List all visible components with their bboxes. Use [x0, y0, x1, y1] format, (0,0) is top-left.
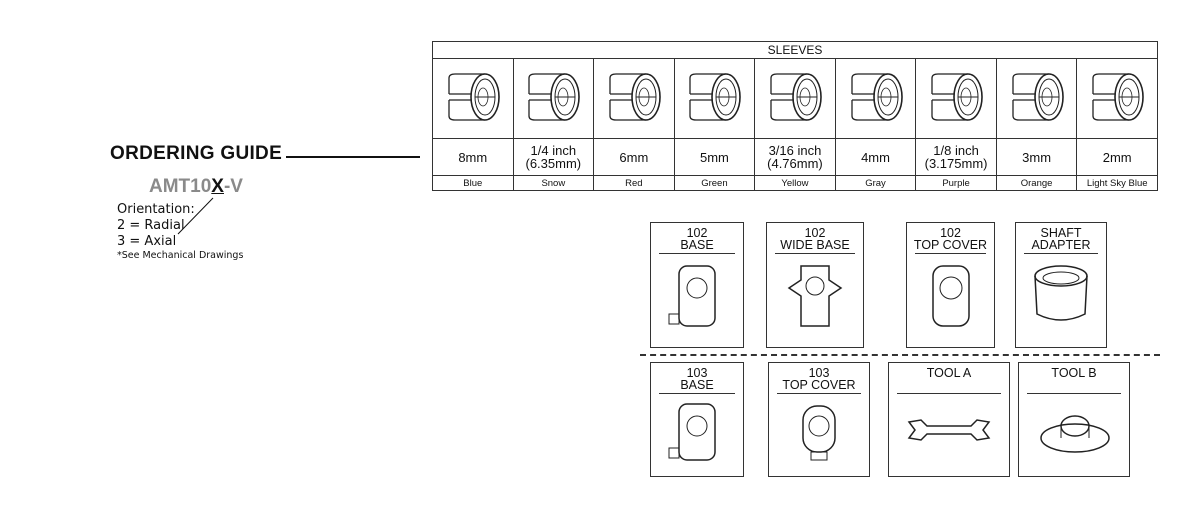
sleeve-image	[432, 58, 514, 139]
part-label-line1: 103	[686, 366, 708, 380]
sleeve-color: Purple	[915, 175, 997, 191]
part-label-line2: BASE	[680, 238, 714, 252]
part-suffix: -V	[223, 176, 243, 197]
part-card: TOOL A	[888, 362, 1010, 477]
sleeve-size: 3/16 inch (4.76mm)	[754, 138, 836, 176]
top-cover-icon	[931, 265, 970, 327]
sleeve-color: Snow	[512, 175, 595, 191]
part-number: AMT10X-V	[149, 176, 243, 198]
sleeve-image	[995, 58, 1078, 139]
part-image	[659, 393, 735, 473]
sleeve-icon	[602, 73, 666, 130]
wide-base-icon	[787, 265, 843, 327]
sleeve-icon	[844, 73, 908, 130]
tool-b-icon	[1040, 415, 1110, 453]
base-icon	[668, 265, 716, 327]
section-divider	[640, 354, 1160, 356]
sleeve-icon	[763, 73, 827, 130]
orientation-option: 3 = Axial	[117, 234, 177, 249]
orientation-label: Orientation:	[117, 202, 195, 217]
sleeve-size: 6mm	[593, 138, 675, 176]
sleeve-size: 8mm	[432, 138, 514, 176]
shaft-adapter-icon	[1034, 265, 1088, 321]
part-label-line2: TOP COVER	[782, 378, 856, 392]
orientation-note: *See Mechanical Drawings	[117, 250, 244, 261]
sleeve-color: Green	[673, 175, 756, 191]
part-label-line1: TOOL B	[1051, 366, 1097, 380]
sleeve-size: 3mm	[995, 138, 1078, 176]
part-image	[1027, 393, 1121, 473]
sleeves-title: SLEEVES	[432, 41, 1158, 59]
orientation-leader-line	[177, 197, 214, 235]
part-label-line1: TOOL A	[926, 366, 972, 380]
sleeve-icon	[441, 73, 505, 130]
sleeve-image	[1076, 58, 1158, 139]
sleeve-size: 4mm	[834, 138, 917, 176]
part-label-line1: 102	[686, 226, 708, 240]
sleeve-icon	[924, 73, 988, 130]
part-label-line1: 103	[808, 366, 830, 380]
wrench-icon	[907, 419, 991, 441]
sleeve-color: Blue	[432, 175, 514, 191]
orientation-option: 2 = Radial	[117, 218, 185, 233]
orientation-legend: Orientation: 2 = Radial 3 = Axial *See M…	[117, 202, 243, 262]
sleeve-size: 1/8 inch (3.175mm)	[915, 138, 997, 176]
part-image	[659, 253, 735, 344]
part-label-line1: SHAFT	[1040, 226, 1082, 240]
title-leader-line	[286, 156, 420, 158]
sleeve-icon	[1085, 73, 1149, 130]
part-image	[777, 393, 861, 473]
sleeve-color: Red	[593, 175, 675, 191]
sleeve-image	[673, 58, 756, 139]
sleeve-size: 1/4 inch (6.35mm)	[512, 138, 595, 176]
part-image	[897, 393, 1001, 473]
part-variable: X	[211, 176, 224, 197]
sleeve-image	[754, 58, 836, 139]
ordering-guide-title: ORDERING GUIDE	[110, 143, 283, 164]
part-label-line1: 102	[804, 226, 826, 240]
part-label-line2: BASE	[680, 378, 714, 392]
part-image	[915, 253, 986, 344]
part-label-line2: TOP COVER	[913, 238, 988, 252]
sleeve-color: Yellow	[754, 175, 836, 191]
sleeve-icon	[1005, 73, 1069, 130]
top-cover-icon	[802, 405, 836, 461]
sleeve-image	[593, 58, 675, 139]
sleeve-image	[512, 58, 595, 139]
part-label-line2: ADAPTER	[1031, 238, 1091, 252]
part-label-line2: WIDE BASE	[780, 238, 850, 252]
sleeve-image	[915, 58, 997, 139]
sleeve-image	[834, 58, 917, 139]
base-icon	[668, 403, 716, 461]
sleeve-color: Orange	[995, 175, 1078, 191]
part-card: TOOL B	[1018, 362, 1130, 477]
part-prefix: AMT10	[149, 176, 212, 197]
part-image	[775, 253, 855, 344]
sleeve-size: 5mm	[673, 138, 756, 176]
sleeve-icon	[682, 73, 746, 130]
part-label-line1: 102	[940, 226, 961, 240]
sleeve-color: Gray	[834, 175, 917, 191]
sleeve-color: Light Sky Blue	[1076, 175, 1158, 191]
part-image	[1024, 253, 1098, 344]
sleeve-size: 2mm	[1076, 138, 1158, 176]
sleeve-icon	[521, 73, 585, 130]
